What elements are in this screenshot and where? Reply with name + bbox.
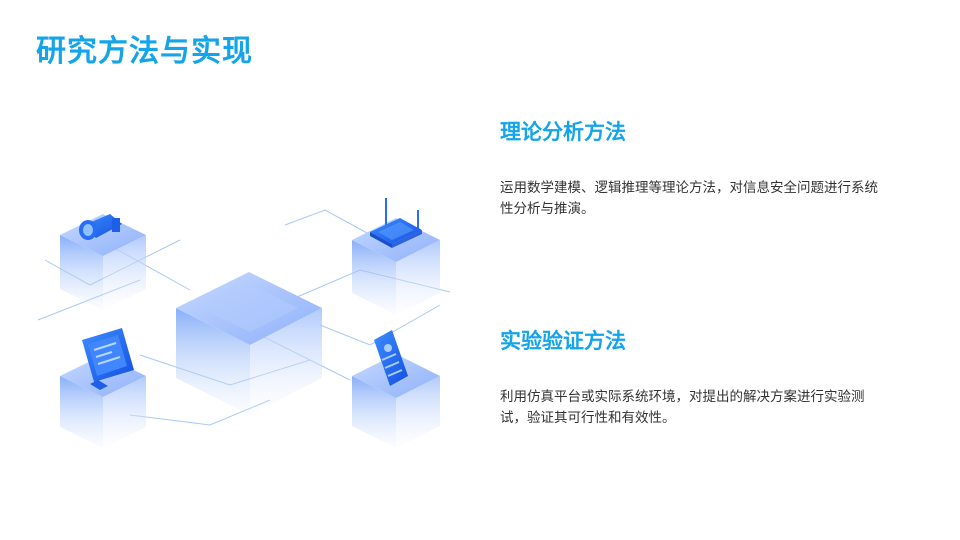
experiment-body: 利用仿真平台或实际系统环境，对提出的解决方案进行实验测试，验证其可行性和有效性。 bbox=[500, 389, 865, 426]
platform-monitor bbox=[60, 328, 146, 448]
experiment-heading: 实验验证方法 bbox=[500, 329, 626, 353]
id-card-icon bbox=[374, 330, 408, 386]
camera-icon bbox=[79, 214, 122, 240]
router-icon bbox=[370, 198, 422, 248]
platform-router bbox=[352, 198, 440, 315]
network-illustration bbox=[37, 198, 451, 448]
platform-id-card bbox=[352, 330, 440, 448]
experiment-section: 实验验证方法 利用仿真平台或实际系统环境，对提出的解决方案进行实验测试，验证其可… bbox=[500, 325, 890, 429]
theory-body: 运用数学建模、逻辑推理等理论方法，对信息安全问题进行系统性分析与推演。 bbox=[500, 180, 878, 217]
theory-heading: 理论分析方法 bbox=[500, 120, 626, 144]
theory-section: 理论分析方法 运用数学建模、逻辑推理等理论方法，对信息安全问题进行系统性分析与推… bbox=[500, 116, 890, 220]
center-platform bbox=[176, 272, 322, 415]
monitor-icon bbox=[82, 328, 134, 390]
slide-title: 研究方法与实现 bbox=[36, 34, 253, 69]
platform-camera bbox=[60, 214, 146, 310]
